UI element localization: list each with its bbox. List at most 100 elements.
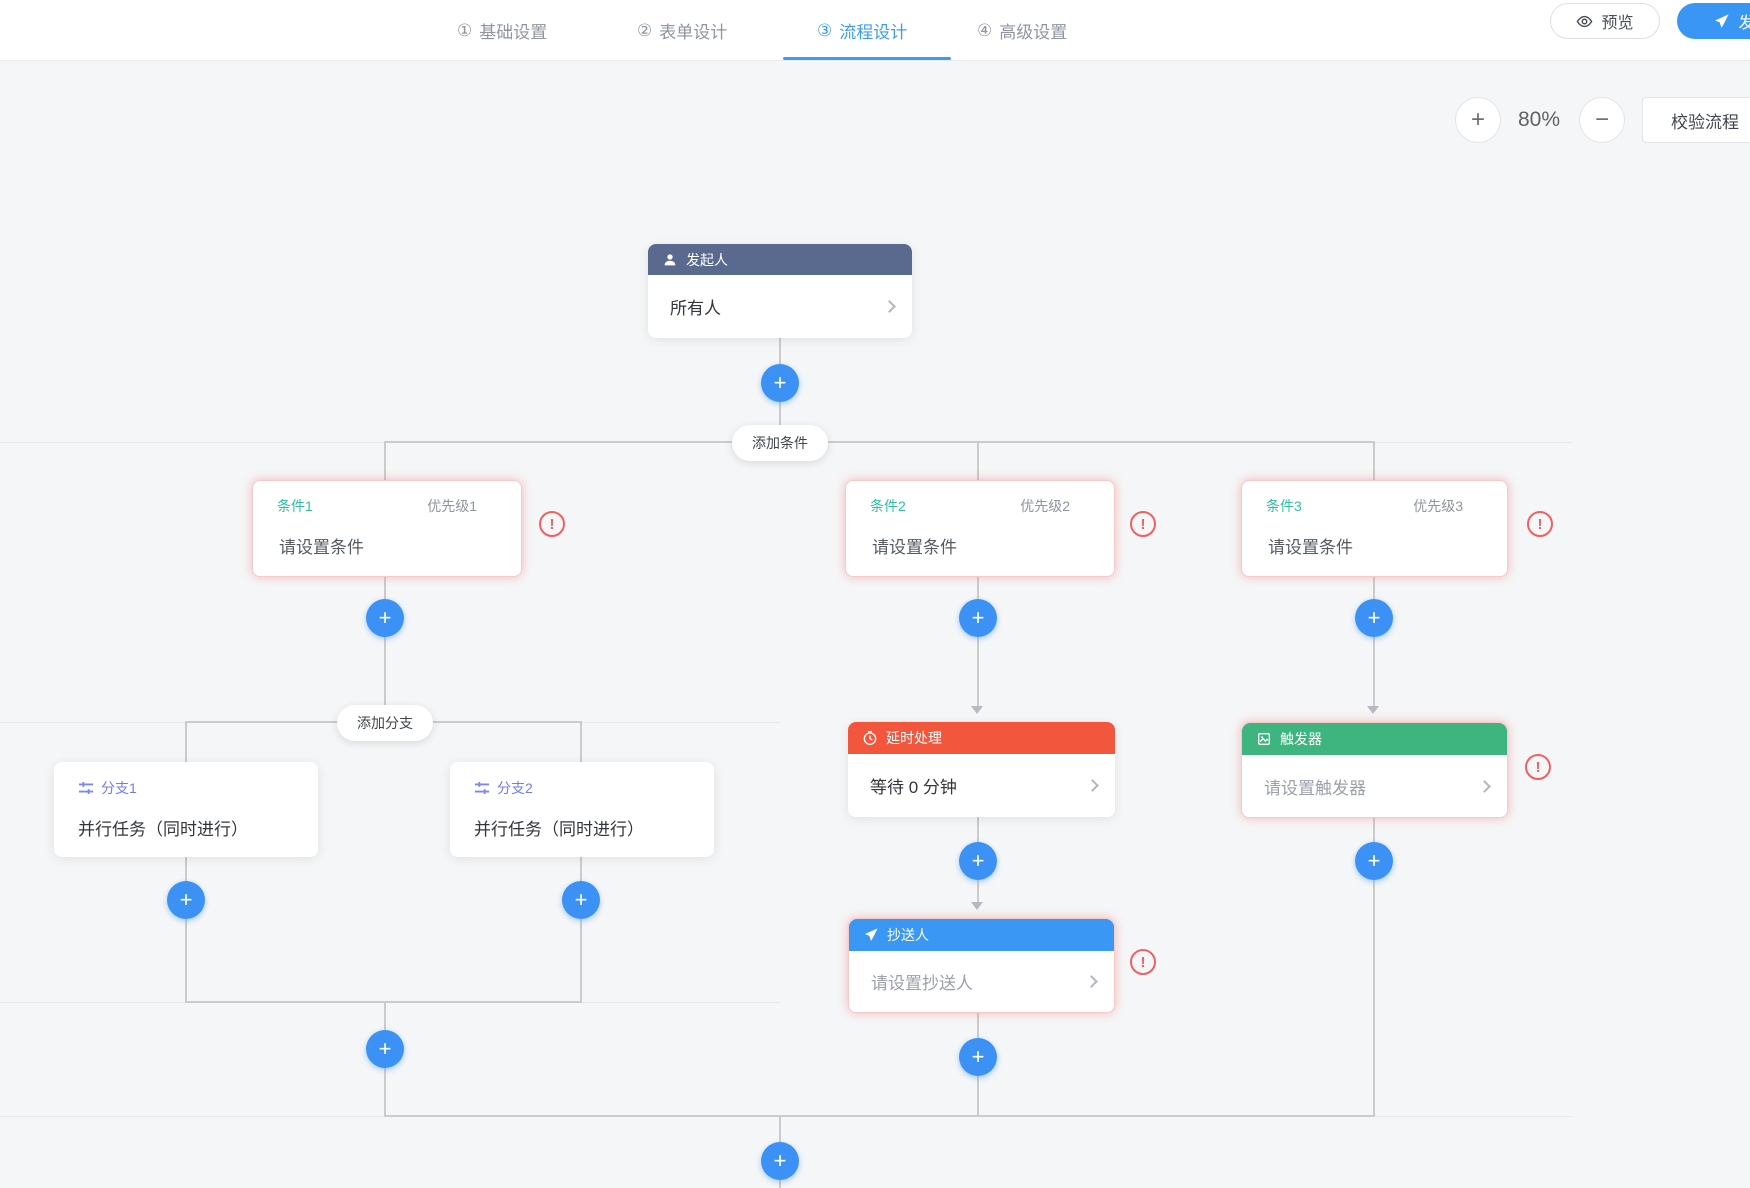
cc-placeholder: 请设置抄送人 — [871, 974, 973, 993]
node-trigger[interactable]: 触发器 请设置触发器 — [1241, 722, 1508, 818]
warning-glyph: ! — [1140, 515, 1146, 533]
publish-button[interactable]: 发布 — [1677, 3, 1750, 39]
branch-body: 并行任务（同时进行） — [474, 820, 644, 839]
tab-process-design[interactable]: ③ 流程设计 — [817, 0, 907, 61]
add-node-button[interactable]: + — [562, 881, 600, 919]
warning-icon: ! — [1525, 754, 1551, 780]
add-branch-button[interactable]: 添加分支 — [337, 705, 433, 741]
tab-label: 流程设计 — [839, 23, 908, 42]
warning-glyph: ! — [1537, 515, 1543, 533]
connector-line — [1373, 442, 1375, 480]
branch-title: 分支2 — [497, 780, 533, 796]
add-node-button[interactable]: + — [761, 1142, 799, 1180]
publish-label: 发布 — [1738, 15, 1750, 32]
tab-basic-settings[interactable]: ① 基础设置 — [457, 0, 547, 61]
minus-glyph: − — [1594, 106, 1609, 133]
connector-line — [580, 857, 582, 1003]
connector-line — [185, 857, 187, 1003]
node-cc[interactable]: 抄送人 请设置抄送人 — [848, 918, 1115, 1013]
clock-icon — [863, 731, 877, 745]
step-number: ③ — [817, 20, 833, 40]
chevron-right-icon — [1478, 779, 1491, 793]
warning-glyph: ! — [1140, 953, 1146, 971]
tab-label: 基础设置 — [479, 23, 548, 42]
warning-icon: ! — [1527, 511, 1553, 537]
connector-line — [384, 577, 386, 723]
step-number: ① — [457, 20, 473, 40]
paper-plane-icon — [865, 928, 878, 941]
connector-line — [977, 577, 979, 706]
add-node-button[interactable]: + — [959, 1038, 997, 1076]
node-condition-3[interactable]: 条件3 优先级3 请设置条件 — [1241, 480, 1508, 577]
plus-glyph: + — [1367, 605, 1381, 630]
node-title: 延时处理 — [886, 730, 942, 746]
branch-title: 分支1 — [101, 780, 137, 796]
zoom-out-button[interactable]: − — [1579, 97, 1625, 143]
arrowhead-down — [971, 706, 983, 714]
node-condition-2[interactable]: 条件2 优先级2 请设置条件 — [845, 480, 1115, 577]
connector-line — [185, 722, 187, 762]
plus-glyph: + — [773, 1148, 787, 1173]
delay-value: 等待 0 分钟 — [870, 778, 957, 797]
validate-flow-button[interactable]: 校验流程 — [1642, 97, 1750, 143]
zoom-in-button[interactable]: + — [1455, 97, 1501, 143]
connector-line — [580, 722, 582, 762]
condition-placeholder: 请设置条件 — [1268, 538, 1353, 557]
active-tab-underline — [783, 57, 951, 60]
add-node-button[interactable]: + — [366, 599, 404, 637]
eye-icon — [1577, 15, 1593, 27]
arrowhead-down — [971, 902, 983, 910]
chevron-right-icon — [883, 299, 896, 313]
connector-line — [1373, 818, 1375, 1117]
node-delay[interactable]: 延时处理 等待 0 分钟 — [848, 722, 1115, 817]
connector-line — [1373, 577, 1375, 706]
trigger-placeholder: 请设置触发器 — [1264, 778, 1366, 798]
warning-glyph: ! — [1535, 758, 1541, 776]
add-node-button[interactable]: + — [959, 599, 997, 637]
paper-plane-icon — [1715, 13, 1730, 28]
condition-priority: 优先级2 — [1020, 498, 1070, 514]
node-title: 发起人 — [686, 251, 728, 268]
add-node-button[interactable]: + — [167, 881, 205, 919]
condition-placeholder: 请设置条件 — [279, 538, 364, 557]
plus-glyph: + — [378, 1036, 392, 1061]
chevron-right-icon — [1085, 975, 1098, 988]
warning-icon: ! — [1130, 949, 1156, 975]
add-node-button[interactable]: + — [1355, 599, 1393, 637]
plus-glyph: + — [574, 887, 588, 912]
connector-line — [185, 1001, 582, 1003]
plus-glyph: + — [773, 370, 787, 395]
parallel-branch-icon — [78, 781, 94, 795]
add-condition-label: 添加条件 — [752, 435, 808, 451]
preview-label: 预览 — [1601, 15, 1634, 32]
tab-label: 高级设置 — [999, 23, 1068, 42]
add-node-button[interactable]: + — [959, 842, 997, 880]
node-branch-1[interactable]: 分支1 并行任务（同时进行） — [54, 762, 318, 857]
trigger-icon — [1258, 733, 1270, 745]
tab-label: 表单设计 — [659, 23, 728, 42]
chevron-right-icon — [1086, 779, 1099, 792]
node-condition-1[interactable]: 条件1 优先级1 请设置条件 — [252, 480, 522, 577]
node-initiator[interactable]: 发起人 所有人 — [648, 244, 912, 338]
plus-glyph: + — [971, 848, 985, 873]
plus-glyph: + — [971, 1044, 985, 1069]
add-node-button[interactable]: + — [761, 364, 799, 402]
connector-line — [977, 442, 979, 480]
add-node-button[interactable]: + — [366, 1030, 404, 1068]
condition-title: 条件2 — [870, 498, 906, 514]
validate-label: 校验流程 — [1671, 112, 1739, 132]
preview-button[interactable]: 预览 — [1550, 3, 1660, 39]
arrowhead-down — [1367, 706, 1379, 714]
plus-glyph: + — [179, 887, 193, 912]
add-branch-label: 添加分支 — [357, 715, 413, 731]
add-node-button[interactable]: + — [1355, 842, 1393, 880]
warning-glyph: ! — [549, 515, 555, 533]
add-condition-button[interactable]: 添加条件 — [732, 425, 828, 461]
node-title: 触发器 — [1280, 731, 1322, 747]
node-initiator-header: 发起人 — [648, 244, 912, 275]
node-branch-2[interactable]: 分支2 并行任务（同时进行） — [450, 762, 714, 857]
